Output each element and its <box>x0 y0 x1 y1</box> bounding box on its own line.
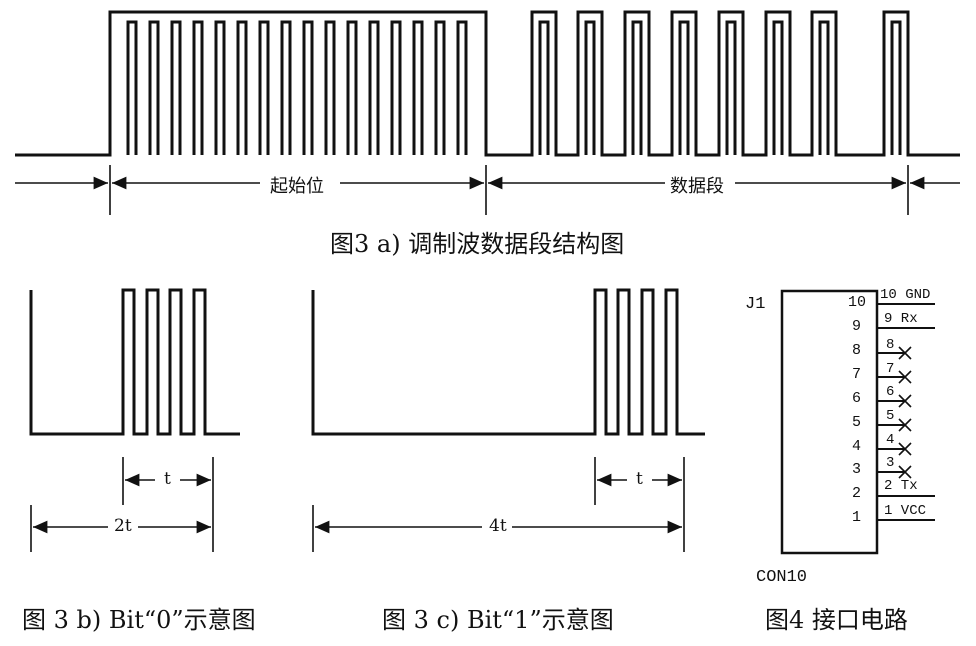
fig4-caption: 图4 接口电路 <box>765 606 908 634</box>
fig3a-data-packets <box>520 10 960 157</box>
pin-net-label: 8 <box>886 337 895 353</box>
fig3b-2t-label: 2t <box>112 516 134 536</box>
fig3a-start-burst <box>126 20 468 155</box>
connector-part: CON10 <box>756 568 808 587</box>
fig3b-waveform <box>29 288 240 436</box>
fig3c-waveform <box>311 288 705 436</box>
data-segment-label: 数据段 <box>668 172 726 198</box>
pin-net-label: 9 Rx <box>884 311 918 327</box>
fig3c-4t-label: 4t <box>487 516 509 536</box>
fig3a-baseline-left <box>15 10 520 157</box>
pin-net-label: 3 <box>886 455 895 471</box>
pin-net-label: 10 GND <box>880 287 931 303</box>
pin-number: 9 <box>852 318 862 335</box>
pin-number: 3 <box>852 461 862 478</box>
pin-net-label: 4 <box>886 432 895 448</box>
fig3a-waveform <box>15 10 960 157</box>
fig3b-dimensions <box>30 457 214 552</box>
fig3c-caption: 图 3 c) Bit“1”示意图 <box>382 606 614 634</box>
pin-number: 6 <box>852 390 862 407</box>
connector-body <box>780 289 879 555</box>
pin-net-label: 1 VCC <box>884 503 927 519</box>
pin-number: 10 <box>848 294 867 311</box>
fig3a-caption: 图3 a) 调制波数据段结构图 <box>330 230 625 258</box>
pin-net-label: 5 <box>886 408 895 424</box>
start-bit-label: 起始位 <box>268 172 326 198</box>
pin-number: 1 <box>852 509 862 526</box>
pin-net-label: 2 Tx <box>884 478 918 494</box>
fig3c-t-label: t <box>634 469 645 489</box>
pin-net-label: 6 <box>886 384 895 400</box>
pin-number: 4 <box>852 438 862 455</box>
fig3c-dimensions <box>312 457 685 552</box>
no-connect-markers <box>898 346 912 479</box>
pin-number: 7 <box>852 366 862 383</box>
fig3b-t-label: t <box>162 469 173 489</box>
pin-number: 8 <box>852 342 862 359</box>
pin-net-label: 7 <box>886 361 895 377</box>
fig3a-dimensions <box>15 165 960 215</box>
pin-number: 5 <box>852 414 862 431</box>
fig3b-caption: 图 3 b) Bit“0”示意图 <box>22 606 256 634</box>
connector-pin-lines <box>877 303 935 521</box>
fig4-connector <box>780 289 935 555</box>
connector-ref: J1 <box>745 295 766 314</box>
pin-number: 2 <box>852 485 862 502</box>
